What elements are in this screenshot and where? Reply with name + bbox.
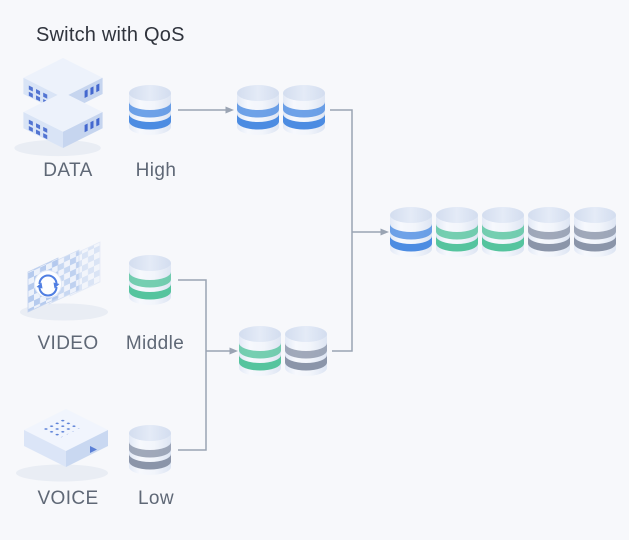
play-icon <box>90 446 97 453</box>
switch-stack-icon <box>14 58 103 157</box>
video-frames-icon <box>20 241 108 321</box>
cylinder-middle <box>129 255 171 305</box>
cylinder-high <box>390 207 432 257</box>
cylinder-low <box>285 326 327 376</box>
priority-label-high: High <box>135 160 177 181</box>
cylinder-low <box>574 207 616 257</box>
cylinder-high <box>237 85 279 135</box>
cylinder-low <box>528 207 570 257</box>
queue-high <box>237 85 325 135</box>
connector-layer <box>178 106 389 451</box>
cylinder-layer <box>129 85 616 475</box>
source-label-data: DATA <box>43 160 93 181</box>
speaker-box-icon <box>16 409 108 482</box>
page-title: Switch with QoS <box>36 24 185 46</box>
queue-middle-low <box>239 326 327 376</box>
cylinder-middle <box>239 326 281 376</box>
cylinder-middle <box>436 207 478 257</box>
cylinder-low <box>129 425 171 475</box>
sync-badge-icon <box>34 270 62 298</box>
cylinder-high <box>283 85 325 135</box>
priority-label-low: Low <box>137 488 175 509</box>
cylinder-middle <box>482 207 524 257</box>
connector-queues-merge <box>330 109 353 352</box>
connector-middle-low-merge <box>178 279 207 451</box>
source-label-video: VIDEO <box>37 333 99 354</box>
source-label-voice: VOICE <box>37 488 99 509</box>
speaker-grille <box>38 417 82 439</box>
priority-label-middle: Middle <box>125 333 185 354</box>
queue-output <box>390 207 616 257</box>
cylinder-high <box>129 85 171 135</box>
